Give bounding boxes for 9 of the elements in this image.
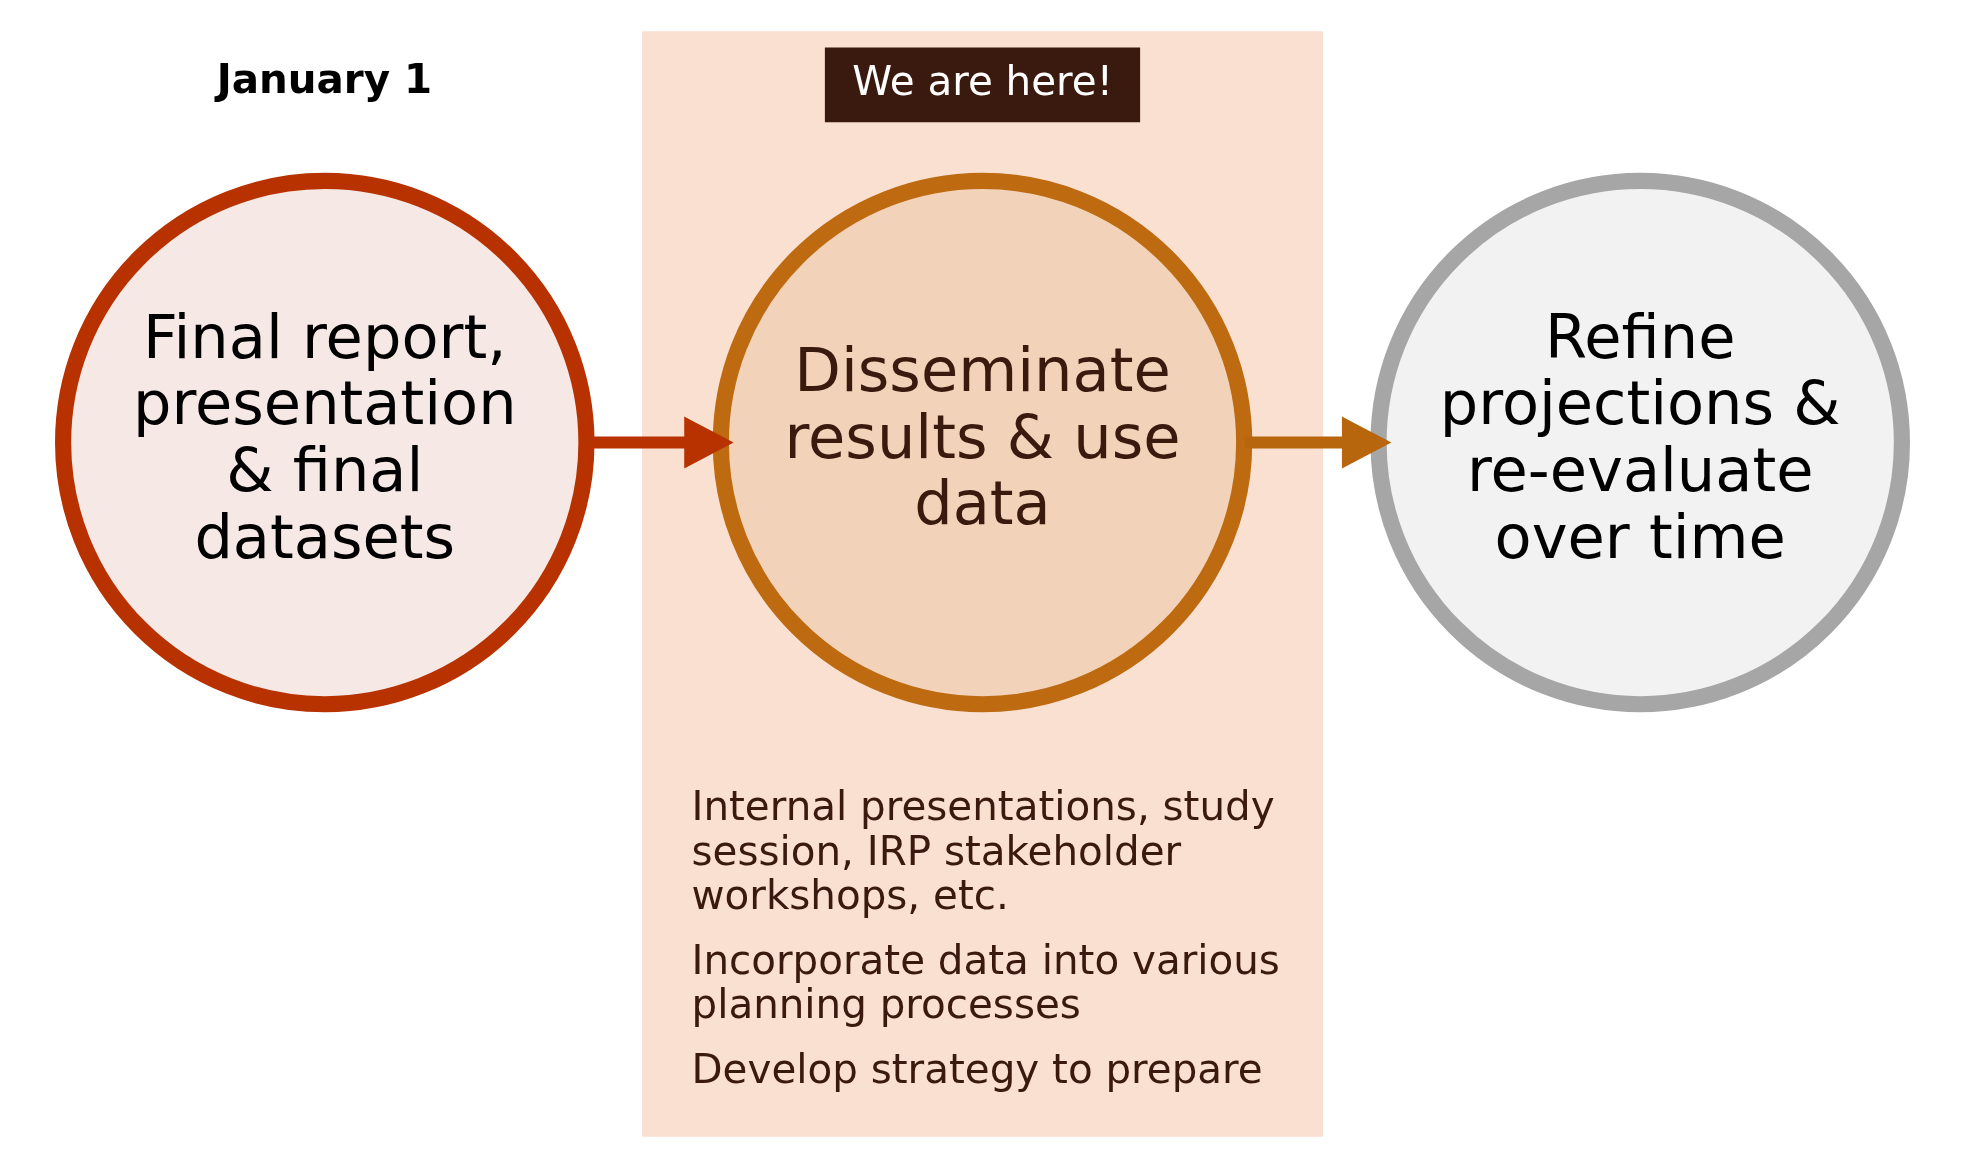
node-circle: Final report, presentation & final datasets: [54, 172, 595, 713]
cluster: [641, 31, 1323, 1137]
node-label: Incorporate data into various planning processes: [691, 935, 1280, 1029]
node-label: January 1: [216, 54, 432, 103]
node-label: Internal presentations, study session, IRP stakeholder workshops, etc.: [691, 782, 1275, 920]
node-box: We are here!: [824, 47, 1140, 123]
node-circle: Disseminate results & use data: [712, 172, 1252, 713]
node-label: Develop strategy to prepare: [691, 1045, 1263, 1094]
node-circle: Refine projections & re-evaluate over time: [1369, 172, 1910, 713]
